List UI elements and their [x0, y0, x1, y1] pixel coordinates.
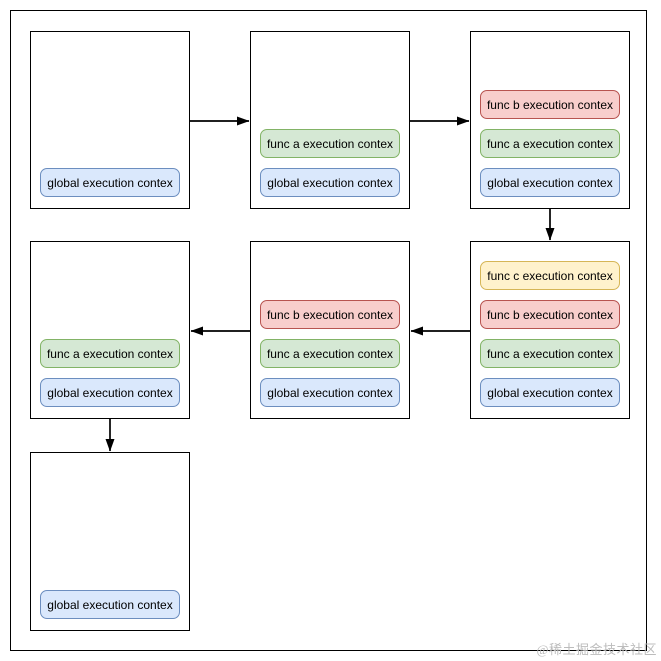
execution-context-pill-yellow: func c execution contex	[480, 261, 620, 290]
context-box-step-7: global execution contex	[30, 452, 190, 631]
execution-context-pill-green: func a execution contex	[480, 339, 620, 368]
execution-context-pill-blue: global execution contex	[480, 168, 620, 197]
execution-context-pill-blue: global execution contex	[260, 168, 400, 197]
context-box-step-1: global execution contex	[30, 31, 190, 209]
execution-context-pill-red: func b execution contex	[480, 90, 620, 119]
context-box-step-4: func c execution contex func b execution …	[470, 241, 630, 419]
execution-context-pill-green: func a execution contex	[40, 339, 180, 368]
diagram-outer-border	[10, 10, 647, 651]
execution-context-pill-blue: global execution contex	[260, 378, 400, 407]
execution-context-pill-blue: global execution contex	[40, 590, 180, 619]
execution-context-pill-red: func b execution contex	[480, 300, 620, 329]
execution-context-pill-blue: global execution contex	[40, 168, 180, 197]
context-box-step-2: func a execution contex global execution …	[250, 31, 410, 209]
context-box-step-6: func a execution contex global execution …	[30, 241, 190, 419]
execution-context-pill-red: func b execution contex	[260, 300, 400, 329]
execution-context-pill-blue: global execution contex	[480, 378, 620, 407]
execution-context-pill-green: func a execution contex	[480, 129, 620, 158]
context-box-step-5: func b execution contex func a execution …	[250, 241, 410, 419]
context-box-step-3: func b execution contex func a execution …	[470, 31, 630, 209]
watermark: @稀土掘金技术社区	[536, 642, 657, 657]
execution-context-pill-green: func a execution contex	[260, 129, 400, 158]
execution-context-pill-blue: global execution contex	[40, 378, 180, 407]
execution-context-pill-green: func a execution contex	[260, 339, 400, 368]
